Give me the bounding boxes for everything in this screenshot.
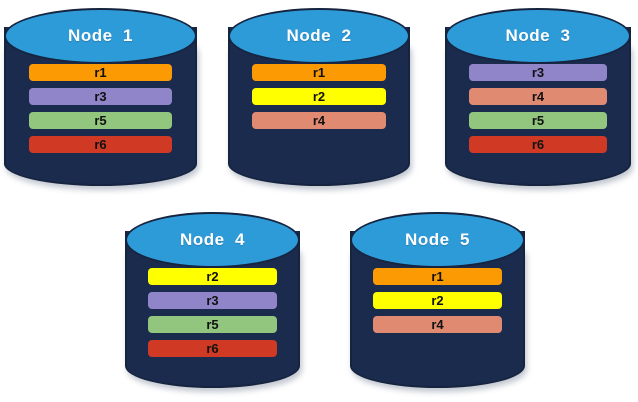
replica-list: r1 r2 r4 xyxy=(350,268,525,333)
replica-bar-r1[interactable]: r1 xyxy=(251,64,387,81)
replica-bar-r6[interactable]: r6 xyxy=(147,340,278,357)
replica-bar-r2[interactable]: r2 xyxy=(251,88,387,105)
cylinder-top-disc xyxy=(125,212,300,268)
cylinder-top-disc xyxy=(445,8,631,64)
replica-list: r1 r3 r5 r6 xyxy=(4,64,197,153)
replica-bar-r5[interactable]: r5 xyxy=(29,112,172,129)
replica-list: r2 r3 r5 r6 xyxy=(125,268,300,357)
replica-bar-r1[interactable]: r1 xyxy=(29,64,172,81)
replica-bar-r5[interactable]: r5 xyxy=(469,112,607,129)
replica-bar-r4[interactable]: r4 xyxy=(469,88,607,105)
replica-bar-r1[interactable]: r1 xyxy=(372,268,503,285)
cylinder-top-disc xyxy=(4,8,197,64)
replica-list: r3 r4 r5 r6 xyxy=(445,64,631,153)
replica-bar-r4[interactable]: r4 xyxy=(251,112,387,129)
replica-list: r1 r2 r4 xyxy=(228,64,410,129)
replica-bar-r6[interactable]: r6 xyxy=(29,136,172,153)
replica-bar-r3[interactable]: r3 xyxy=(29,88,172,105)
replica-bar-r6[interactable]: r6 xyxy=(469,136,607,153)
replica-bar-r3[interactable]: r3 xyxy=(469,64,607,81)
replica-bar-r3[interactable]: r3 xyxy=(147,292,278,309)
replica-bar-r2[interactable]: r2 xyxy=(372,292,503,309)
replica-bar-r2[interactable]: r2 xyxy=(147,268,278,285)
cylinder-top-disc xyxy=(228,8,410,64)
cylinder-top-disc xyxy=(350,212,525,268)
replica-bar-r5[interactable]: r5 xyxy=(147,316,278,333)
replica-bar-r4[interactable]: r4 xyxy=(372,316,503,333)
